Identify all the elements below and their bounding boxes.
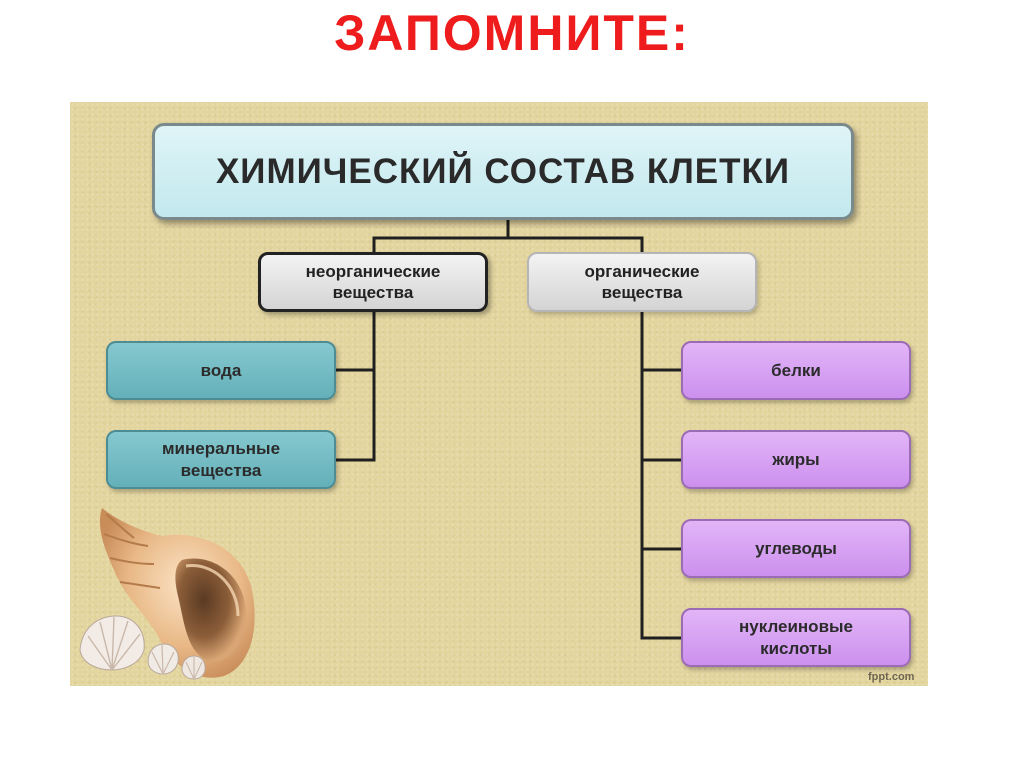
scallop-shell-large bbox=[79, 615, 145, 671]
inorganic-label-line2: вещества bbox=[332, 283, 414, 302]
watermark: fppt.com bbox=[868, 671, 915, 683]
organic-label-line1: органические bbox=[584, 261, 700, 281]
organic-item-proteins: белки bbox=[681, 341, 911, 400]
inorganic-item-label: минеральные вещества bbox=[161, 439, 281, 480]
organic-item-label: жиры bbox=[772, 449, 820, 469]
organic-item-label: углеводы bbox=[755, 538, 837, 558]
organic-item-nucleic-acids: нуклеиновые кислоты bbox=[681, 608, 911, 667]
organic-item-label: белки bbox=[771, 360, 821, 380]
organic-label-line2: вещества bbox=[601, 283, 683, 302]
organic-item-fats: жиры bbox=[681, 430, 911, 489]
inorganic-label-line1: неорганические bbox=[305, 261, 441, 281]
scallop-shell-small bbox=[147, 643, 206, 680]
organic-item-label: нуклеиновые кислоты bbox=[739, 617, 853, 658]
conch-shell bbox=[99, 508, 255, 678]
organic-category-box: органические вещества bbox=[527, 252, 757, 312]
seashells-icon bbox=[79, 508, 255, 680]
root-node-box: ХИМИЧЕСКИЙ СОСТАВ КЛЕТКИ bbox=[152, 123, 854, 220]
organic-item-carbohydrates: углеводы bbox=[681, 519, 911, 578]
inorganic-item-label: вода bbox=[200, 360, 242, 380]
inorganic-category-box: неорганические вещества bbox=[258, 252, 488, 312]
inorganic-item-water: вода bbox=[106, 341, 336, 400]
slide-heading: ЗАПОМНИТЕ: bbox=[334, 5, 690, 61]
root-node-label: ХИМИЧЕСКИЙ СОСТАВ КЛЕТКИ bbox=[215, 151, 791, 191]
inorganic-item-minerals: минеральные вещества bbox=[106, 430, 336, 489]
